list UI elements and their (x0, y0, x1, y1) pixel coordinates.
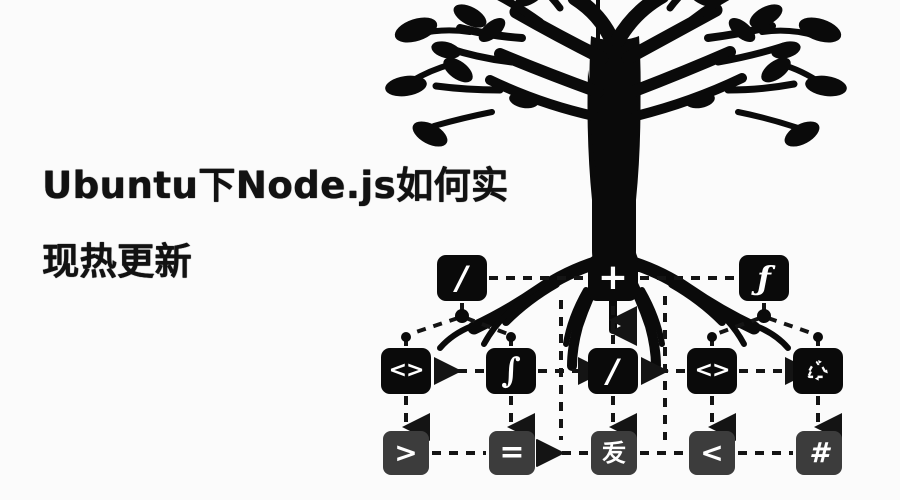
node-recycle[interactable] (793, 348, 843, 394)
integral-icon: ∫ (501, 351, 521, 391)
edge-junction-left-a (409, 316, 459, 336)
node-cjk[interactable]: 叐 (591, 431, 637, 475)
hash-icon: # (809, 436, 829, 469)
code-brackets-icon: <> (388, 358, 425, 383)
node-less[interactable]: < (689, 431, 735, 475)
junction-dot-right-a (707, 332, 717, 342)
node-hash[interactable]: # (796, 431, 842, 475)
equals-icon: = (499, 435, 525, 470)
headline-line-2: 现热更新 (42, 240, 192, 283)
edge-junction-right-b (767, 316, 815, 336)
code-brackets-icon: <> (694, 358, 731, 383)
headline-block: Ubuntu下Node.js如何实 现热更新 (42, 148, 542, 300)
junction-dot-right-b (813, 332, 823, 342)
junction-dot-right-top (757, 309, 771, 323)
junction-dot-left-top (455, 309, 469, 323)
node-slash-top[interactable]: / (437, 255, 487, 301)
slash-icon: / (607, 352, 619, 390)
greater-than-icon: > (394, 436, 418, 469)
tree-silhouette-group (385, 0, 847, 371)
function-icon: ƒ (757, 259, 771, 297)
junction-dot-left-a (401, 332, 411, 342)
recycle-arrows-icon (807, 360, 828, 381)
edge-junction-right-a (715, 316, 761, 336)
headline-line-1: Ubuntu下Node.js如何实 (42, 164, 509, 207)
node-function[interactable]: ƒ (739, 255, 789, 301)
junction-dot-left-b (506, 332, 516, 342)
slash-icon: / (456, 259, 468, 297)
edge-junction-left-b (465, 316, 509, 336)
node-plus[interactable]: + (588, 255, 638, 301)
node-code-left[interactable]: <> (381, 348, 431, 394)
node-greater[interactable]: > (383, 431, 429, 475)
cjk-glyph-icon: 叐 (602, 439, 626, 467)
node-slash-mid[interactable]: / (588, 348, 638, 394)
node-equals[interactable]: = (489, 431, 535, 475)
node-integral[interactable]: ∫ (486, 348, 536, 394)
less-than-icon: < (700, 436, 724, 469)
plus-icon: + (597, 257, 629, 298)
node-code-right[interactable]: <> (687, 348, 737, 394)
